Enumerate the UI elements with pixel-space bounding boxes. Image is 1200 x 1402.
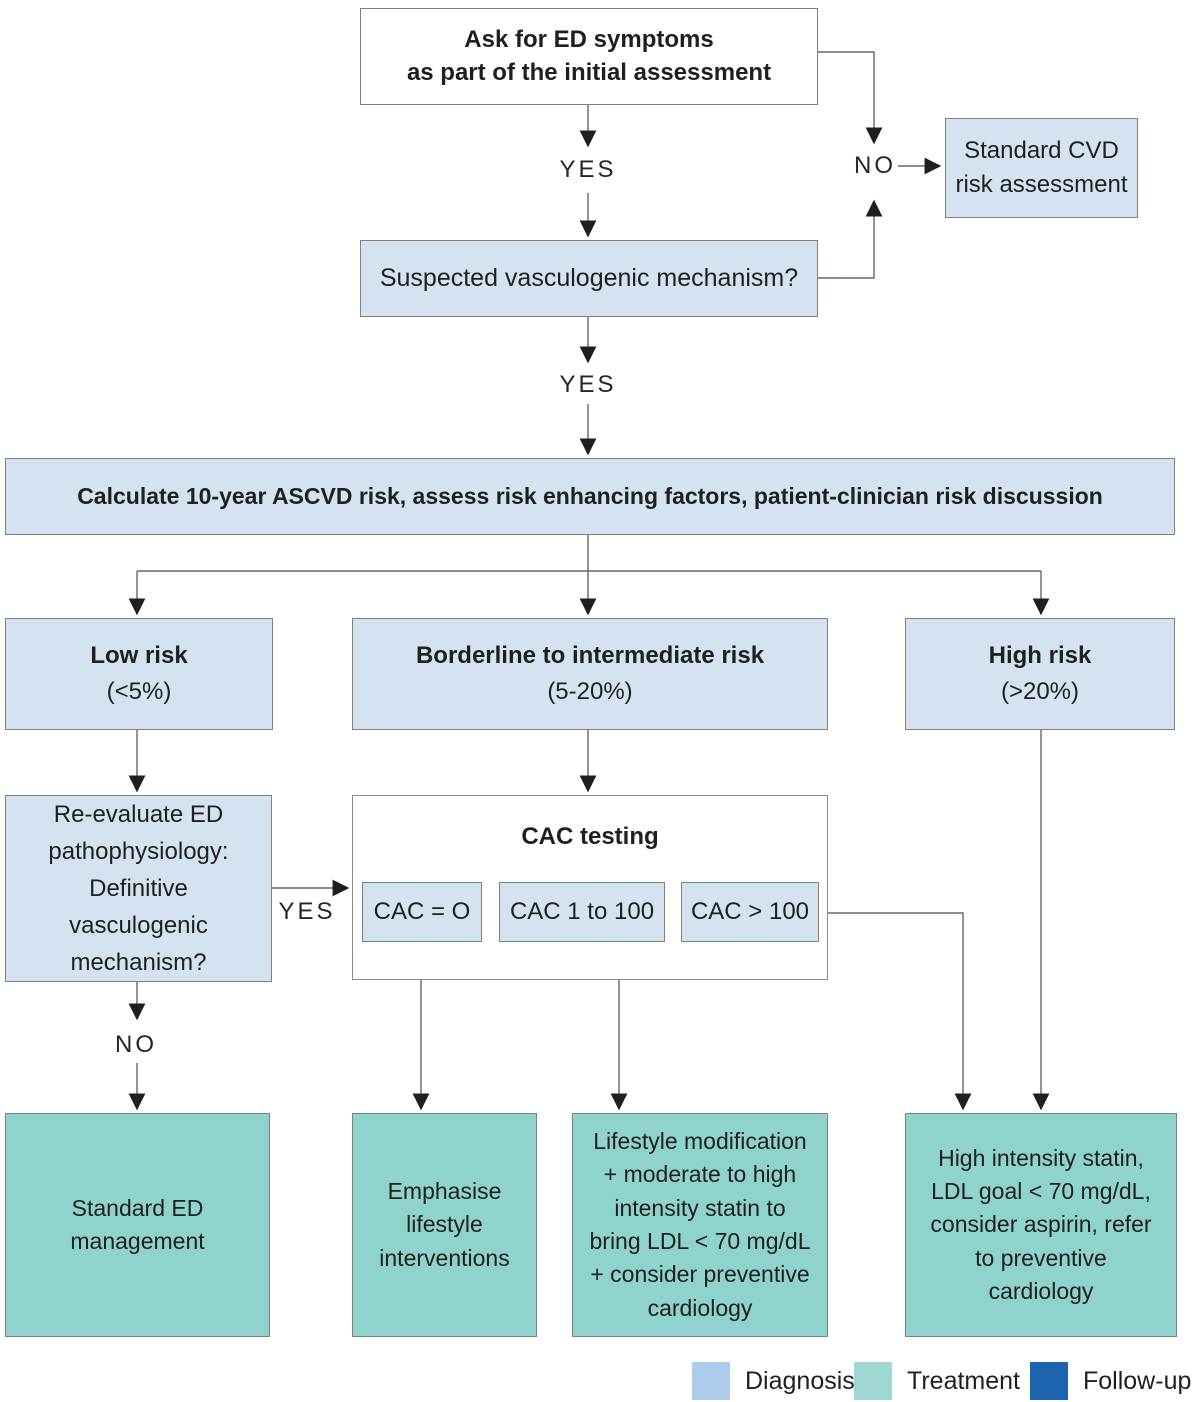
borderline-risk-title: Borderline to intermediate risk xyxy=(415,642,765,669)
node-borderline-intermediate-risk: Borderline to intermediate risk (5-20%) xyxy=(352,618,828,730)
connector-suspected-to-no1 xyxy=(818,199,883,279)
node-reevaluate-ed-pathophysiology: Re-evaluate ED pathophysiology: Definiti… xyxy=(5,795,272,982)
node-cac-over-100: CAC > 100 xyxy=(681,882,819,942)
borderline-risk-subtitle: (5-20%) xyxy=(547,678,633,705)
node-cac-zero: CAC = O xyxy=(362,882,482,942)
node-cac-1-to-100: CAC 1 to 100 xyxy=(499,882,665,942)
legend-label-diagnosis: Diagnosis xyxy=(745,1366,855,1395)
edge-label-yes-initial: YES xyxy=(559,156,617,183)
edge-label-yes-definitive: YES xyxy=(278,898,336,925)
legend-label-treatment: Treatment xyxy=(907,1366,1021,1395)
node-standard-ed-management: Standard ED management xyxy=(5,1113,270,1337)
node-high-intensity-statin: High intensity statin, LDL goal < 70 mg/… xyxy=(905,1113,1177,1337)
diagnosis-color-swatch xyxy=(692,1362,730,1400)
cac-testing-title: CAC testing xyxy=(521,823,659,850)
connector-cac2-to-statin xyxy=(820,912,972,1111)
node-ask-ed-symptoms: Ask for ED symptoms as part of the initi… xyxy=(360,8,818,105)
high-risk-title: High risk xyxy=(988,642,1092,669)
edge-label-yes-vasculogenic: YES xyxy=(559,371,617,398)
node-calculate-ascvd-risk: Calculate 10-year ASCVD risk, assess ris… xyxy=(5,458,1175,535)
followup-color-swatch xyxy=(1030,1362,1068,1400)
legend-item-diagnosis: Diagnosis xyxy=(692,1362,855,1400)
legend-item-treatment: Treatment xyxy=(854,1362,1020,1400)
node-suspected-vasculogenic: Suspected vasculogenic mechanism? xyxy=(360,240,818,317)
low-risk-title: Low risk xyxy=(90,642,188,669)
connector-ask-to-no1 xyxy=(818,51,883,145)
edge-label-no-vasculogenic: NO xyxy=(854,152,896,179)
edge-label-no-definitive: NO xyxy=(115,1031,157,1058)
treatment-color-swatch xyxy=(854,1362,892,1400)
node-lifestyle-modification-statin: Lifestyle modification + moderate to hig… xyxy=(572,1113,828,1337)
legend-label-followup: Follow-up xyxy=(1083,1366,1192,1395)
node-emphasise-lifestyle: Emphasise lifestyle interventions xyxy=(352,1113,537,1337)
node-high-risk: High risk (>20%) xyxy=(905,618,1175,730)
legend-item-followup: Follow-up xyxy=(1030,1362,1191,1400)
node-low-risk: Low risk (<5%) xyxy=(5,618,273,730)
node-standard-cvd-risk: Standard CVD risk assessment xyxy=(945,118,1138,218)
low-risk-subtitle: (<5%) xyxy=(106,678,172,705)
high-risk-subtitle: (>20%) xyxy=(1000,678,1080,705)
